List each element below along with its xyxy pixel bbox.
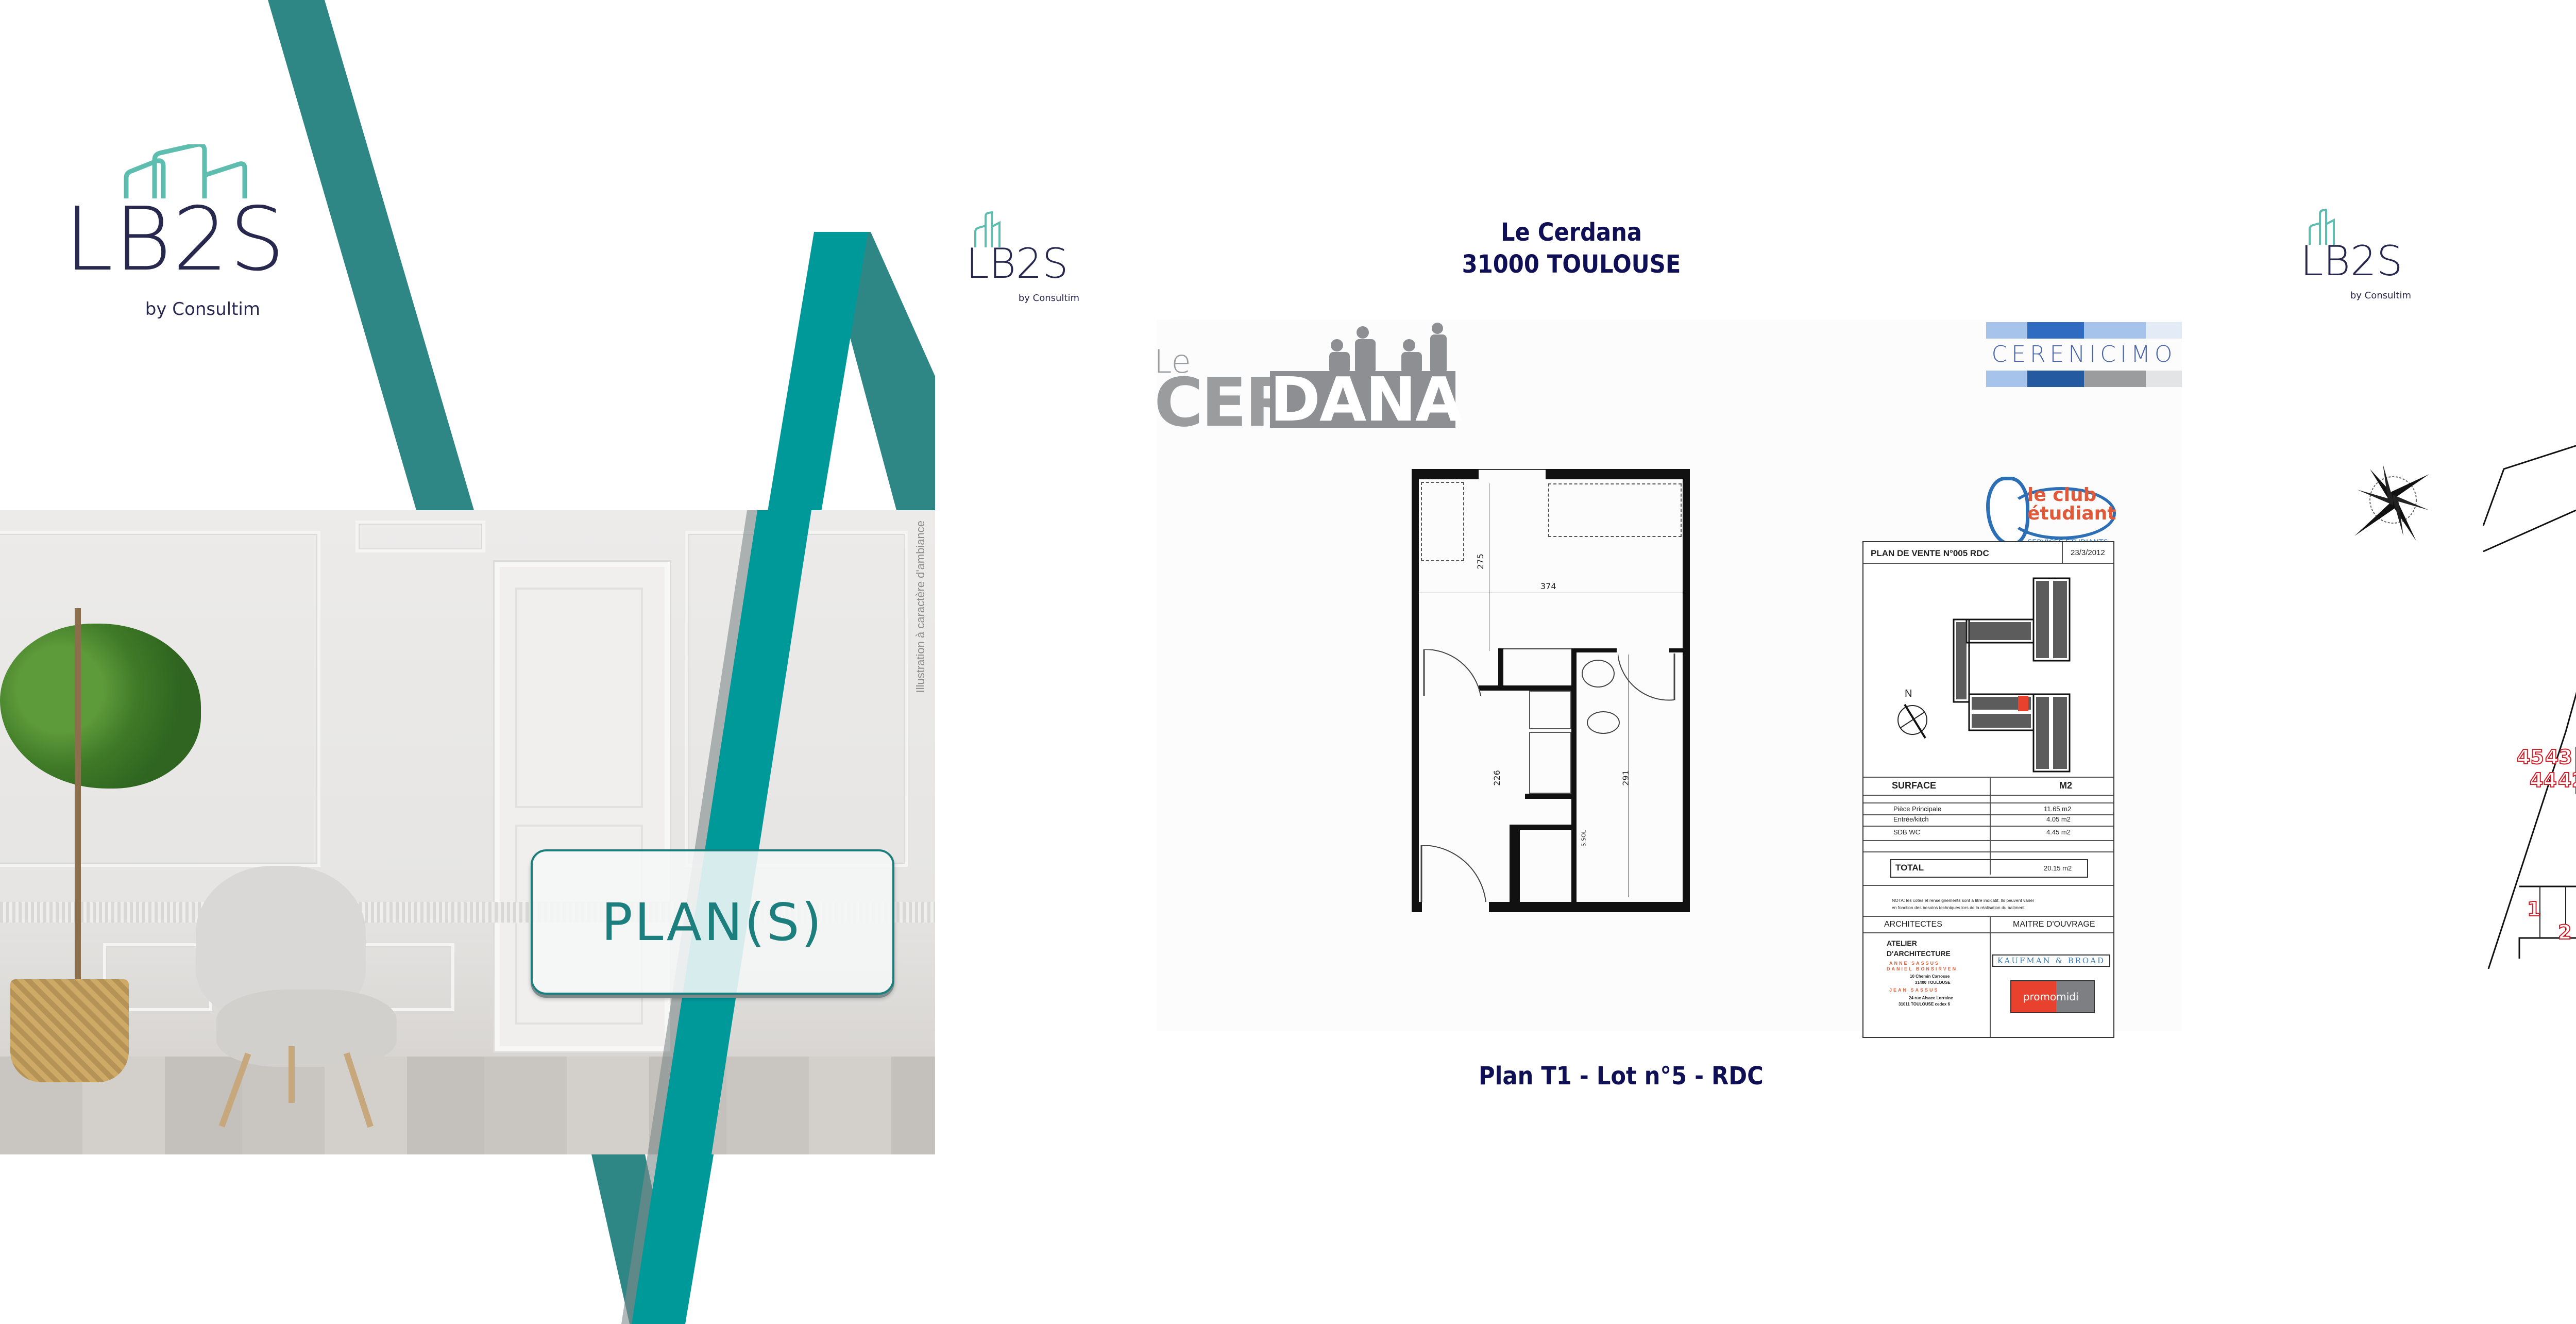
club-logo-line2: étudiant	[2027, 503, 2116, 524]
door-swing-icon	[1423, 649, 1481, 696]
compass-rose-icon	[2354, 464, 2429, 541]
residence-logo: Le CER DANA	[1154, 322, 1463, 442]
dimension-kitchen: 226	[1492, 770, 1502, 786]
dimension-height-main: 275	[1475, 554, 1485, 569]
project-city: 31000 TOULOUSE	[1462, 250, 1681, 279]
students-silhouette-icon	[1329, 323, 1447, 374]
total-value: 20.15 m2	[2044, 864, 2072, 872]
building-key-plan: N	[1897, 577, 2071, 773]
buildings-icon	[124, 144, 247, 198]
residence-logo-le: Le	[1154, 343, 1191, 380]
bathroom-door-icon	[1618, 653, 1675, 701]
photo-disclaimer: Illustration à caractère d'ambiance	[914, 521, 927, 693]
sales-plan-title: PLAN DE VENTE N°005 RDC	[1871, 548, 1989, 558]
kaufman-broad-text: KAUFMAN & BROAD	[1997, 956, 2106, 965]
brand-byline: by Consultim	[1018, 293, 1079, 304]
sales-plan-note: NOTA: les cotes et renseignements sont à…	[1892, 898, 2035, 903]
surface-row-label: SDB WC	[1893, 828, 1920, 836]
promomidi-text-b: midi	[2056, 981, 2094, 1012]
parking-spot: 42	[2557, 769, 2576, 792]
owner-header: MAITRE D'OUVRAGE	[2013, 920, 2095, 929]
buildings-icon	[974, 211, 1001, 247]
surface-header: SURFACE	[1892, 780, 1937, 791]
surface-row-value: 4.05 m2	[2046, 815, 2071, 823]
project-name: Le Cerdana	[1500, 218, 1642, 247]
total-box	[1890, 859, 2088, 878]
dimension-width: 374	[1540, 581, 1556, 591]
unit-header: M2	[2059, 780, 2073, 791]
surface-row-label: Pièce Principale	[1893, 805, 1942, 813]
architect-address: 31400 TOULOUSE	[1915, 980, 1951, 985]
architect-address: 24 rue Alsace Lorraine	[1909, 996, 1953, 1000]
architects-header: ARCHITECTES	[1884, 920, 1942, 929]
cover-page: LB2S by Consultim Illustration à caractè…	[0, 0, 935, 1324]
architect-firm: D'ARCHITECTURE	[1887, 949, 1951, 958]
architect-address: 10 Chemin Carrosse	[1910, 974, 1950, 979]
armchair-leg	[289, 1046, 295, 1103]
floor-drain-label: S.SOL	[1580, 830, 1587, 847]
architect-firm: ATELIER	[1887, 939, 1917, 947]
page-header: Le Cerdana 31000 TOULOUSE	[1391, 216, 1752, 280]
surface-row-value: 4.45 m2	[2046, 828, 2071, 836]
brand-byline: by Consultim	[2350, 290, 2411, 301]
dimension-bathroom: 291	[1620, 770, 1631, 786]
promomidi-text-a: promo	[2011, 981, 2057, 1012]
partner-logo: CERENICIMO	[1986, 322, 2182, 387]
basket-illustration	[10, 979, 129, 1082]
brand-byline: by Consultim	[145, 299, 260, 320]
residence-logo-dana: DANA	[1270, 364, 1462, 435]
lot-plan-caption: Plan T1 - Lot n°5 - RDC	[1479, 1062, 1764, 1091]
parking-spot: 2	[2557, 921, 2572, 944]
armchair-seat	[216, 990, 397, 1067]
surface-row-value: 11.65 m2	[2044, 805, 2072, 813]
parking-spot: 45	[2516, 746, 2545, 768]
architect-names: ANNE SASSUS	[1889, 961, 1940, 966]
architect-names: DANIEL BONSIRVEN	[1887, 966, 1958, 971]
brand-name: LB2S	[2300, 237, 2403, 285]
plant-trunk	[75, 608, 81, 1000]
lot-plan-page: LB2S by Consultim Le Cerdana 31000 TOULO…	[953, 0, 2190, 1324]
plant-illustration	[0, 624, 201, 789]
promomidi-logo: promo midi	[2010, 980, 2095, 1013]
brand-name: LB2S	[64, 189, 286, 291]
plans-section-label: PLAN(S)	[601, 892, 824, 952]
parking-spot: 43	[2545, 746, 2573, 768]
parking-spot: 1	[2527, 898, 2541, 920]
architect-names: JEAN SASSUS	[1889, 987, 1939, 993]
entrance-door-icon	[1420, 845, 1486, 902]
partner-logo-text: CERENICIMO	[1991, 341, 2177, 367]
kaufman-broad-logo: KAUFMAN & BROAD	[1992, 954, 2110, 967]
architect-address: 31011 TOULOUSE cedex 6	[1899, 1002, 1950, 1007]
ambiance-photo: Illustration à caractère d'ambiance	[0, 510, 935, 1154]
sales-plan-date: 23/3/2012	[2071, 548, 2105, 557]
sales-plan-note: en fonction des besoins techniques lors …	[1892, 905, 2025, 910]
parking-plan-page: LB2S by Consultim Le Cerdana 31000 TOULO…	[2267, 0, 2576, 1324]
buildings-icon	[2309, 209, 2335, 245]
floor-plan-drawing: 374 275 226 291 S.SOL	[1412, 464, 1690, 912]
total-label: TOTAL	[1895, 863, 1924, 873]
svg-text:N: N	[1905, 688, 1912, 699]
brand-name: LB2S	[966, 240, 1069, 288]
parking-spot: 44	[2529, 769, 2557, 792]
surface-row-label: Entrée/kitch	[1893, 815, 1929, 823]
plans-section-button[interactable]: PLAN(S)	[531, 849, 894, 995]
parking-floor-plan	[2483, 445, 2576, 969]
sales-plan-sheet: PLAN DE VENTE N°005 RDC 23/3/2012 N	[1862, 541, 2114, 1038]
club-logo-line1: le club	[2027, 484, 2097, 506]
